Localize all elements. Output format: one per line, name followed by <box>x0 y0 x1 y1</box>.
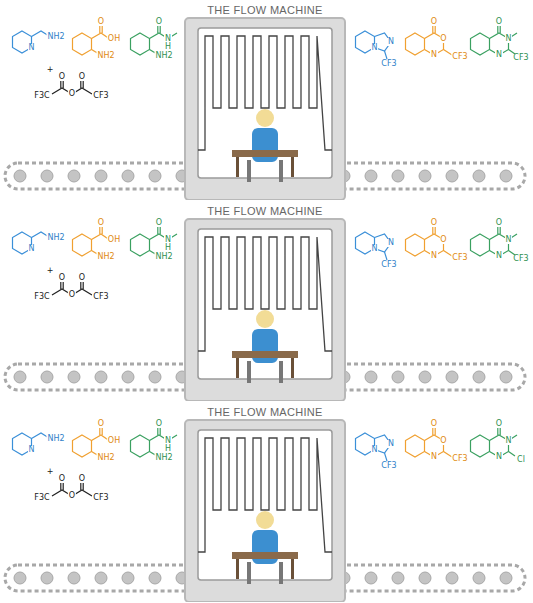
atom-label: O <box>430 18 438 26</box>
atom-label: O <box>68 291 76 299</box>
atom-label: N <box>371 245 379 253</box>
atom-label: N <box>164 236 172 244</box>
atom-label: N <box>164 35 172 43</box>
atom-label: N <box>505 236 513 244</box>
atom-label: O <box>155 219 163 227</box>
atom-label: O <box>78 73 86 81</box>
atom-label: N <box>28 446 36 454</box>
atom-label: N <box>495 252 503 260</box>
atom-label: F3C <box>33 494 50 502</box>
atom-label: O <box>495 420 503 428</box>
atom-label: NH2 <box>96 253 115 261</box>
atom-label: O <box>495 18 503 26</box>
atom-label: H <box>164 445 172 453</box>
panel-illustration <box>5 219 525 401</box>
atom-label: CF3 <box>451 53 468 61</box>
atom-label: O <box>97 420 105 428</box>
atom-label: O <box>97 18 105 26</box>
atom-label: N <box>430 252 438 260</box>
atom-label: N <box>387 239 395 247</box>
atom-label: H <box>164 43 172 51</box>
machine-heading: THE FLOW MACHINE <box>206 206 323 217</box>
atom-label: OH <box>107 35 121 43</box>
machine-heading: THE FLOW MACHINE <box>206 407 323 418</box>
atom-label: O <box>58 274 66 282</box>
atom-label: N <box>430 453 438 461</box>
panel-illustration <box>5 420 525 602</box>
atom-label: N <box>495 453 503 461</box>
atom-label: O <box>439 236 447 244</box>
atom-label: N <box>495 51 503 59</box>
atom-label: O <box>78 274 86 282</box>
atom-label: CF3 <box>380 60 397 68</box>
atom-label: CF3 <box>380 462 397 470</box>
atom-label: F3C <box>33 92 50 100</box>
atom-label: NH2 <box>96 52 115 60</box>
atom-label: O <box>430 420 438 428</box>
atom-label: O <box>155 18 163 26</box>
atom-label: N <box>430 51 438 59</box>
atom-label: O <box>78 475 86 483</box>
atom-label: CF3 <box>92 92 109 100</box>
atom-label: CF3 <box>380 261 397 269</box>
atom-label: NH2 <box>96 454 115 462</box>
atom-label: F3C <box>33 293 50 301</box>
atom-label: N <box>28 44 36 52</box>
atom-label: N <box>371 44 379 52</box>
atom-label: + <box>46 66 55 74</box>
atom-label: NH2 <box>154 454 173 462</box>
atom-label: O <box>439 437 447 445</box>
atom-label: N <box>164 437 172 445</box>
atom-label: O <box>68 90 76 98</box>
atom-label: + <box>46 468 55 476</box>
atom-label: OH <box>107 437 121 445</box>
atom-label: CF3 <box>512 54 529 62</box>
atom-label: Cl <box>516 456 526 464</box>
atom-label: N <box>505 437 513 445</box>
atom-label: CF3 <box>92 494 109 502</box>
atom-label: O <box>155 420 163 428</box>
atom-label: O <box>68 492 76 500</box>
atom-label: O <box>58 73 66 81</box>
panel-illustration <box>5 18 525 200</box>
atom-label: O <box>58 475 66 483</box>
atom-label: N <box>387 440 395 448</box>
machine-heading: THE FLOW MACHINE <box>206 5 323 16</box>
atom-label: CF3 <box>512 255 529 263</box>
atom-label: O <box>430 219 438 227</box>
atom-label: NH2 <box>46 234 65 242</box>
atom-label: CF3 <box>92 293 109 301</box>
atom-label: N <box>505 35 513 43</box>
atom-label: N <box>387 38 395 46</box>
atom-label: CF3 <box>451 455 468 463</box>
atom-label: N <box>371 446 379 454</box>
atom-label: N <box>28 245 36 253</box>
atom-label: OH <box>107 236 121 244</box>
atom-label: H <box>164 244 172 252</box>
atom-label: CF3 <box>451 254 468 262</box>
atom-label: NH2 <box>46 435 65 443</box>
atom-label: NH2 <box>46 33 65 41</box>
atom-label: O <box>97 219 105 227</box>
atom-label: O <box>439 35 447 43</box>
atom-label: O <box>495 219 503 227</box>
atom-label: + <box>46 267 55 275</box>
atom-label: NH2 <box>154 52 173 60</box>
atom-label: NH2 <box>154 253 173 261</box>
